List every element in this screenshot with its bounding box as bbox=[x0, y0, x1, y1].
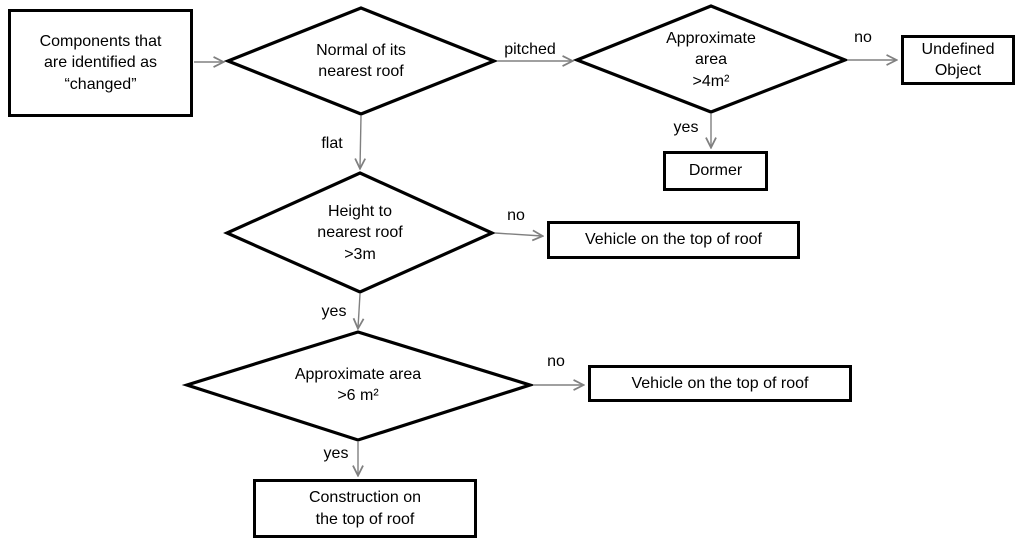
dormer-node: Dormer bbox=[663, 151, 768, 191]
edge-label-pitched: pitched bbox=[504, 41, 556, 58]
edge-label-flat: flat bbox=[321, 135, 343, 152]
decision-area-6m-diamond bbox=[181, 330, 536, 442]
edge-label-height-yes: yes bbox=[321, 303, 347, 320]
connector-height-yes-to-area6 bbox=[358, 293, 360, 328]
decision-area-4m-diamond bbox=[572, 4, 850, 114]
decision-area-6m-label: Approximate area >6 m² bbox=[294, 365, 422, 404]
decision-area-4m-label: Approximate area >4m² bbox=[666, 30, 756, 90]
vehicle-on-roof-node-bottom: Vehicle on the top of roof bbox=[588, 365, 852, 402]
decision-normal-roof-label: Normal of its nearest roof bbox=[316, 41, 406, 80]
undefined-object-node: Undefined Object bbox=[901, 35, 1015, 85]
connector-height-no-to-vehicle bbox=[494, 233, 542, 236]
decision-normal-roof-diamond bbox=[223, 6, 499, 116]
edge-label-area4-yes: yes bbox=[673, 119, 699, 136]
edge-label-area6-yes: yes bbox=[323, 445, 349, 462]
edge-label-area6-no: no bbox=[547, 353, 565, 370]
construction-on-roof-node: Construction on the top of roof bbox=[253, 479, 477, 538]
start-node: Components that are identified as “chang… bbox=[8, 9, 193, 117]
vehicle-on-roof-node-top: Vehicle on the top of roof bbox=[547, 221, 800, 259]
edge-label-area4-no: no bbox=[854, 29, 872, 46]
decision-height-3m-label: Height to nearest roof >3m bbox=[317, 203, 403, 263]
connector-normal-to-height-flat bbox=[360, 115, 361, 168]
decision-height-3m-diamond bbox=[223, 171, 496, 294]
edge-label-height-no: no bbox=[507, 207, 525, 224]
